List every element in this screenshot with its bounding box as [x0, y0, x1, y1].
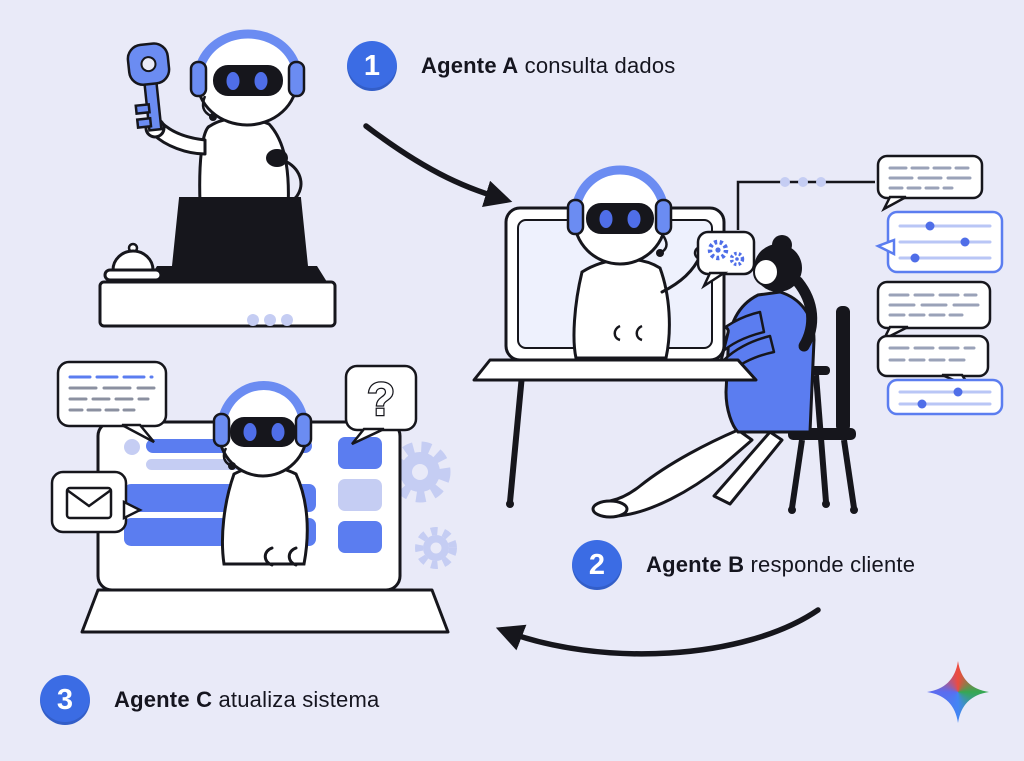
gear-icon	[707, 239, 729, 261]
step-3: 3 Agente C atualiza sistema	[40, 675, 379, 725]
agent-a-illustration	[98, 29, 337, 328]
gear-icon	[389, 441, 457, 569]
chair	[788, 306, 858, 514]
scene-agent-a	[55, 8, 345, 338]
envelope-icon	[65, 486, 113, 520]
question-icon: ?	[367, 373, 395, 425]
gear-bubble	[696, 230, 756, 290]
step-3-badge: 3	[40, 675, 90, 725]
envelope-bubble	[50, 470, 143, 534]
agent-b-action: responde cliente	[750, 552, 916, 577]
mic-icon	[656, 249, 664, 257]
headset-icon	[196, 29, 300, 69]
agent-c-illustration: ?	[50, 360, 457, 634]
step-2: 2 Agente B responde cliente	[572, 540, 915, 590]
agent-c-action: atualiza sistema	[218, 687, 380, 712]
step-1: 1 Agente A consulta dados	[347, 41, 675, 91]
connector-line	[736, 177, 875, 230]
agent-c-name: Agente C	[114, 687, 213, 712]
step-2-label: Agente B responde cliente	[646, 552, 915, 578]
robot-a-head	[189, 29, 306, 127]
step-3-label: Agente C atualiza sistema	[114, 687, 379, 713]
agent-b-name: Agente B	[646, 552, 745, 577]
robot-b	[566, 165, 709, 360]
agent-a-action: consulta dados	[524, 53, 676, 78]
laptop-c-base	[80, 588, 450, 634]
chat-bubble-icon	[56, 360, 168, 444]
scene-agent-c: ?	[38, 352, 458, 657]
key-icon	[126, 42, 171, 132]
desk-counter	[98, 280, 337, 328]
robot-a-visor	[213, 65, 283, 96]
chat-bubble-icon	[876, 154, 984, 213]
sparkle-logo	[927, 661, 989, 723]
scene-agent-b	[470, 140, 1015, 540]
step-2-badge: 2	[572, 540, 622, 590]
headset-icon	[219, 381, 307, 419]
step-1-badge: 1	[347, 41, 397, 91]
mic-icon	[209, 113, 217, 121]
agent-b-illustration	[472, 154, 1004, 519]
step-1-label: Agente A consulta dados	[421, 53, 675, 79]
gear-icon	[729, 251, 745, 267]
robot-c-visor	[230, 417, 296, 447]
slider-bubble-icon	[886, 378, 1004, 416]
laptop-a	[147, 197, 327, 282]
chat-bubble-icon	[876, 280, 992, 342]
arrow-b-to-c	[495, 607, 821, 657]
robot-c	[212, 381, 313, 567]
laptop-b-base	[472, 358, 758, 382]
bell-icon	[103, 242, 163, 282]
braid	[792, 276, 818, 352]
headset-icon	[573, 165, 667, 205]
robot-b-visor	[586, 203, 654, 234]
ellipsis-dots	[247, 314, 293, 326]
mic-icon	[228, 462, 236, 470]
agent-a-name: Agente A	[421, 53, 519, 78]
question-bubble: ?	[344, 364, 418, 446]
slider-bubble-icon	[874, 210, 1004, 274]
